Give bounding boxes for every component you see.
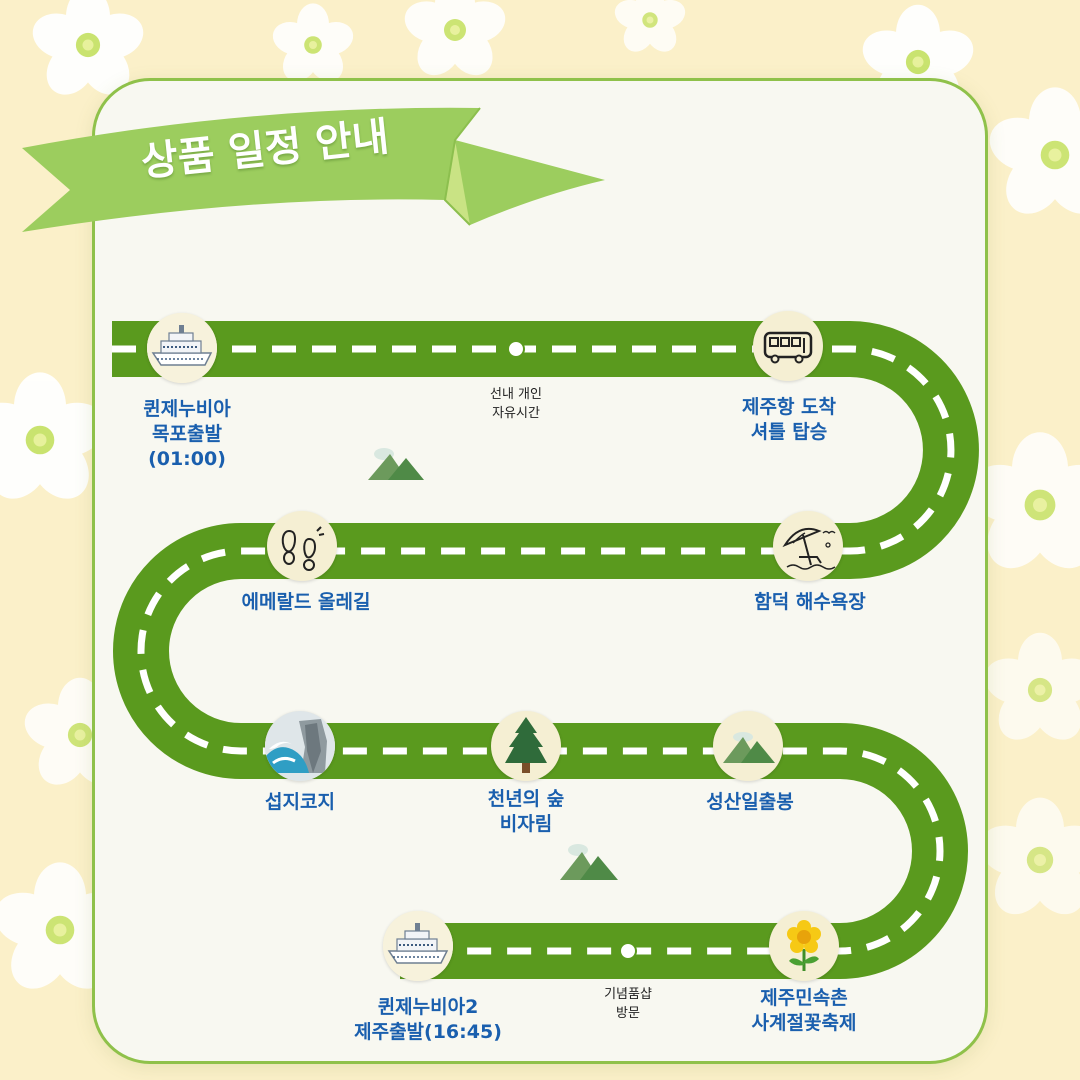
stop-label-seopjikoji: 섭지코지 — [265, 791, 335, 813]
tree-icon — [491, 711, 561, 781]
flower-icon — [769, 911, 839, 981]
waypoint-dot — [507, 340, 525, 358]
cruise-ship-icon — [383, 911, 453, 981]
stop-label-hamdeok-beach: 함덕 해수욕장 — [754, 591, 866, 613]
mountain-decoration-icon — [368, 448, 424, 480]
stop-label-seongsan: 성산일출봉 — [706, 791, 794, 813]
mountain-icon — [713, 711, 783, 781]
cliff-waves-icon — [265, 711, 335, 781]
stop-label-emerald-olle: 에메랄드 올레길 — [241, 591, 371, 613]
waypoint-dot — [619, 942, 637, 960]
mountain-decoration-icon — [560, 844, 618, 880]
bus-icon — [753, 311, 823, 381]
footprints-icon — [267, 511, 337, 581]
cruise-ship-icon — [147, 313, 217, 383]
beach-umbrella-icon — [773, 511, 843, 581]
